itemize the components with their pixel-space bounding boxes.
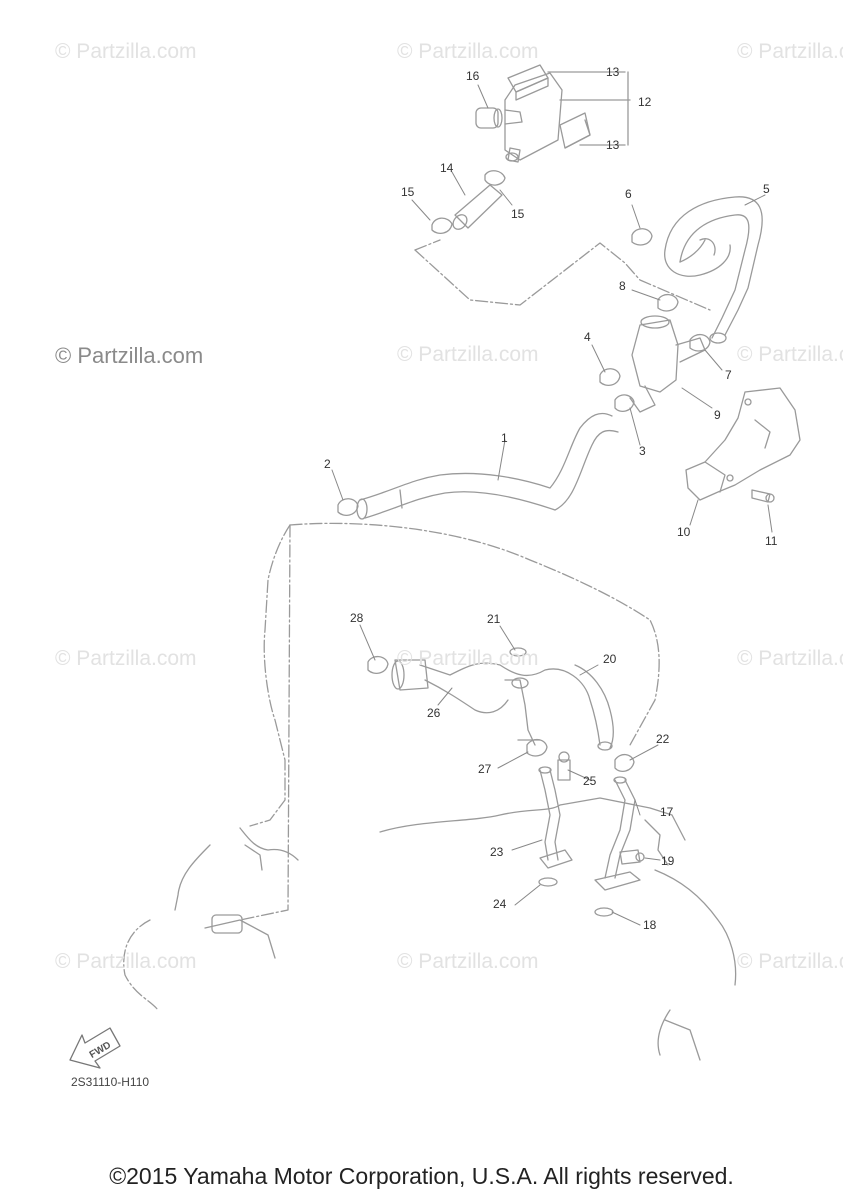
- callout-19: 19: [661, 854, 675, 868]
- callout-3: 3: [639, 444, 646, 458]
- lower-frame: [174, 797, 737, 1061]
- watermark: © Partzilla.com: [55, 343, 204, 368]
- callout-11: 11: [765, 534, 778, 548]
- callout-24: 24: [493, 897, 507, 911]
- callout-16: 16: [466, 69, 480, 83]
- hose-20-26: [367, 647, 635, 773]
- watermark: © Partzilla.com: [397, 950, 539, 973]
- callout-18: 18: [643, 918, 657, 932]
- callout-9: 9: [714, 408, 721, 422]
- leader-lines: [331, 84, 773, 926]
- copyright-notice: ©2015 Yamaha Motor Corporation, U.S.A. A…: [109, 1163, 734, 1189]
- watermark: © Partzilla.com: [737, 40, 843, 63]
- callout-8: 8: [619, 279, 626, 293]
- callout-13: 13: [606, 138, 620, 152]
- callout-15: 15: [401, 185, 415, 199]
- callout-2: 2: [324, 457, 331, 471]
- callout-12: 12: [638, 95, 652, 109]
- watermark: © Partzilla.com: [55, 950, 197, 973]
- callout-22: 22: [656, 732, 670, 746]
- watermark: © Partzilla.com: [737, 343, 843, 366]
- pipes-17-23: [538, 751, 645, 917]
- callout-7: 7: [725, 368, 732, 382]
- callout-15: 15: [511, 207, 525, 221]
- hose-14: [431, 170, 506, 235]
- air-cut-valve: [599, 293, 711, 413]
- callout-27: 27: [478, 762, 492, 776]
- callout-25: 25: [583, 774, 597, 788]
- callout-14: 14: [440, 161, 454, 175]
- watermark: © Partzilla.com: [397, 647, 539, 670]
- hose-1: [337, 412, 619, 520]
- callout-17: 17: [660, 805, 674, 819]
- bracket-10: [685, 387, 801, 503]
- callout-21: 21: [487, 612, 501, 626]
- callout-26: 26: [427, 706, 441, 720]
- diagram-code: 2S31110-H110: [71, 1075, 150, 1089]
- watermark: © Partzilla.com: [397, 343, 539, 366]
- callout-13: 13: [606, 65, 620, 79]
- watermark: © Partzilla.com: [55, 647, 197, 670]
- watermark: © Partzilla.com: [737, 950, 843, 973]
- watermark: © Partzilla.com: [397, 40, 539, 63]
- fwd-arrow-icon: [69, 1027, 121, 1069]
- callout-28: 28: [350, 611, 364, 625]
- watermark: © Partzilla.com: [737, 647, 843, 670]
- callout-6: 6: [625, 187, 632, 201]
- callout-1: 1: [501, 431, 508, 445]
- reed-valve-assembly: [475, 64, 631, 163]
- engine-outline: [123, 239, 711, 1011]
- callout-4: 4: [584, 330, 591, 344]
- callout-5: 5: [763, 182, 770, 196]
- watermark: © Partzilla.com: [55, 40, 197, 63]
- callout-10: 10: [677, 525, 691, 539]
- hose-5: [631, 196, 763, 344]
- callout-23: 23: [490, 845, 504, 859]
- callout-20: 20: [603, 652, 617, 666]
